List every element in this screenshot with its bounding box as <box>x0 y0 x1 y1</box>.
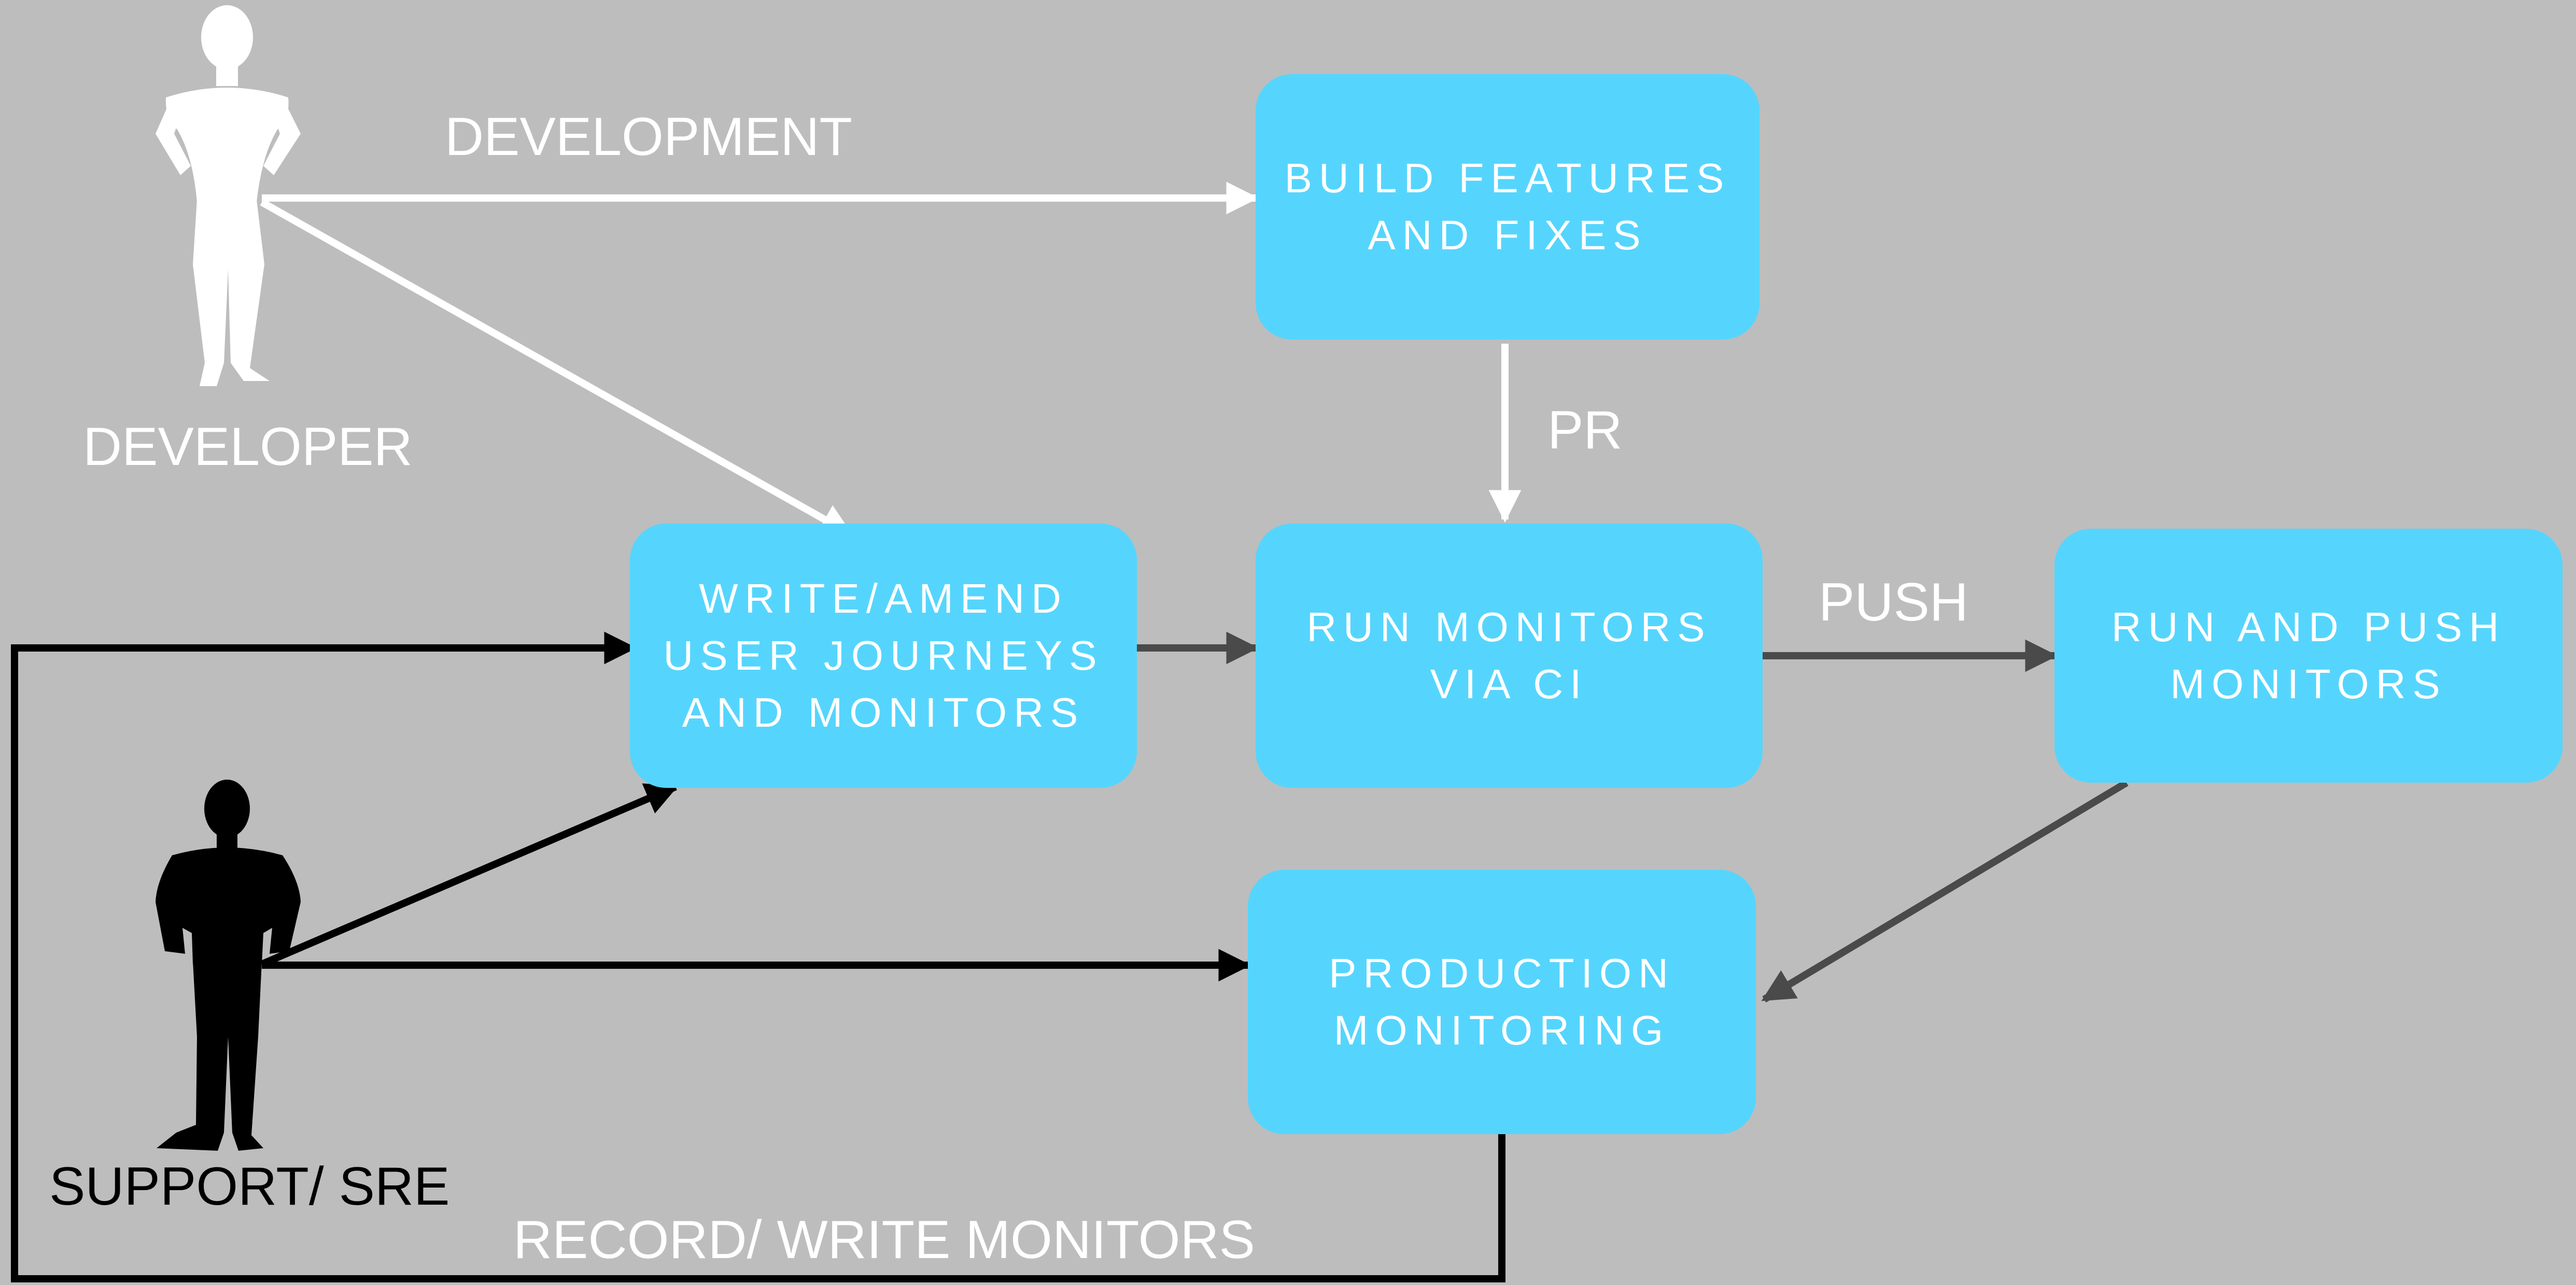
run-monitors-ci-box: RUN MONITORS VIA CI <box>1256 524 1763 788</box>
record-write-label: RECORD/ WRITE MONITORS <box>513 1210 1255 1270</box>
woman-silhouette-icon <box>156 5 301 386</box>
build-features-box: BUILD FEATURES AND FIXES <box>1256 74 1759 340</box>
man-silhouette-icon <box>156 780 301 1151</box>
developer-to-write-arrow <box>260 199 853 538</box>
production-monitoring-box: PRODUCTION MONITORING <box>1248 870 1756 1134</box>
development-label: DEVELOPMENT <box>445 107 852 167</box>
record-write-loop-arrow <box>11 631 1505 1282</box>
support-to-write-arrow <box>260 783 679 968</box>
support-sre-label: SUPPORT/ SRE <box>49 1156 450 1217</box>
write-amend-box: WRITE/AMEND USER JOURNEYS AND MONITORS <box>630 524 1137 788</box>
pr-label: PR <box>1547 400 1623 460</box>
run-and-push-box: RUN AND PUSH MONITORS <box>2054 529 2563 783</box>
push-label: PUSH <box>1819 572 1968 632</box>
developer-label: DEVELOPER <box>83 417 413 477</box>
run-push-to-production-arrow <box>1761 779 2129 1003</box>
